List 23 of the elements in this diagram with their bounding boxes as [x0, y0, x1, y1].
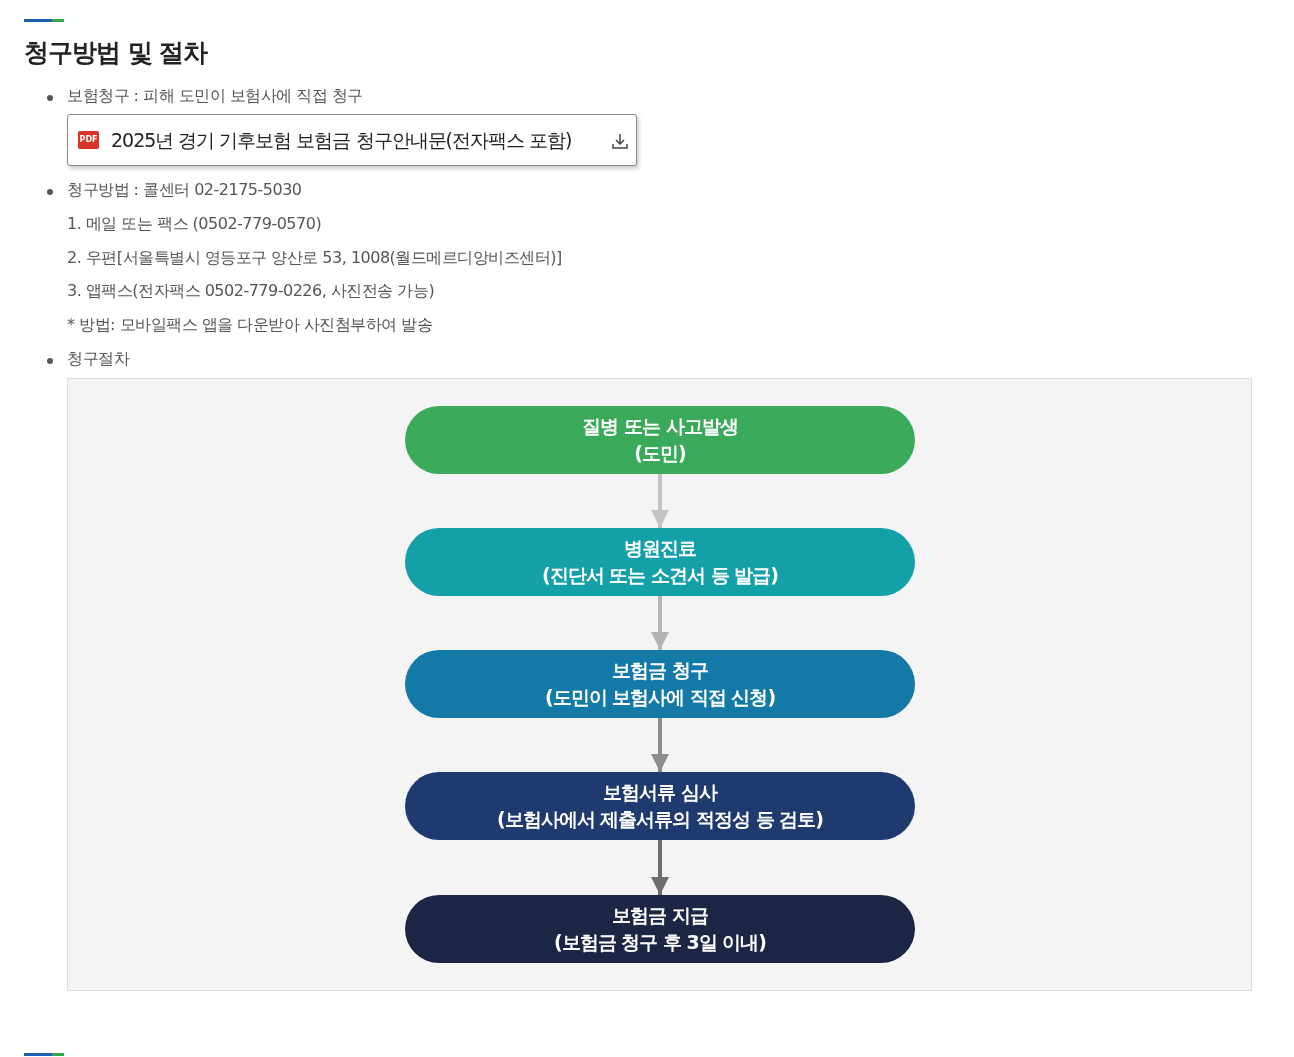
step-title: 병원진료 [624, 536, 696, 561]
arrow [651, 718, 669, 772]
step-description: (보험사에서 제출서류의 적정성 등 검토) [497, 807, 823, 832]
list-item-text: 3. 앱팩스(전자팩스 0502-779-0226, 사진전송 가능) [67, 281, 435, 302]
list-item-text: 2. 우편[서울특별시 영등포구 양산로 53, 1008(월드메르디앙비즈센터)] [67, 248, 562, 269]
list-item-text: 청구절차 [67, 349, 129, 370]
step-title: 보험금 청구 [612, 658, 708, 683]
list-item-text: 1. 메일 또는 팩스 (0502-779-0570) [67, 214, 322, 235]
step-title: 보험서류 심사 [603, 780, 717, 805]
arrow [651, 474, 669, 528]
arrow [651, 596, 669, 650]
step-title: 보험금 지급 [612, 903, 708, 928]
pdf-file-icon: PDF [78, 131, 99, 149]
step-description: (도민이 보험사에 직접 신청) [544, 685, 776, 710]
step-description: (보험금 청구 후 3일 이내) [553, 930, 766, 955]
arrow [651, 840, 669, 895]
step-title: 질병 또는 사고발생 [582, 414, 738, 439]
note-text: * 방법: 모바일팩스 앱을 다운받아 사진첨부하여 발송 [67, 315, 433, 336]
list-item-text: 보험청구 : 피해 도민이 보험사에 직접 청구 [67, 86, 363, 107]
list-item-text: 청구방법 : 콜센터 02-2175-5030 [67, 180, 302, 201]
step-description: (진단서 또는 소견서 등 발급) [542, 563, 778, 588]
page-heading: 청구방법 및 절차 [24, 37, 208, 69]
step-description: (도민) [634, 441, 686, 466]
